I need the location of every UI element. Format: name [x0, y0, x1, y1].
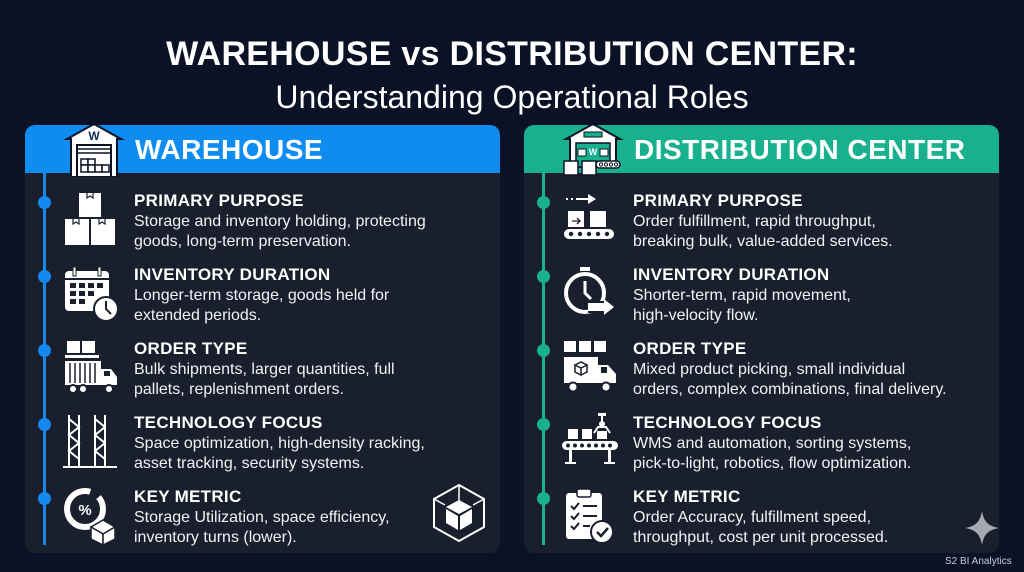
- page-title: WAREHOUSE vs DISTRIBUTION CENTER:: [166, 35, 858, 73]
- timeline-dot: [38, 196, 51, 209]
- timeline-dot: [38, 492, 51, 505]
- distribution-row-primary-purpose: PRIMARY PURPOSE Order fulfillment, rapid…: [524, 191, 999, 263]
- row-body-line: Mixed product picking, small individual: [633, 361, 906, 378]
- row-body-line: Order Accuracy, fulfillment speed,: [633, 509, 872, 526]
- row-body: Storage Utilization, space efficiency, i…: [134, 508, 494, 548]
- row-heading: ORDER TYPE: [134, 339, 248, 358]
- row-body-line: Bulk shipments, larger quantities, full: [134, 361, 395, 378]
- timeline-line: [542, 173, 545, 545]
- warehouse-row-technology-focus: TECHNOLOGY FOCUS Space optimization, hig…: [25, 413, 500, 485]
- row-body-line: breaking bulk, value-added services.: [633, 233, 893, 250]
- row-body-line: asset tracking, security systems.: [134, 455, 365, 472]
- percent-gauge-box-icon: %: [64, 488, 117, 545]
- row-text: TECHNOLOGY FOCUS WMS and automation, sor…: [633, 413, 993, 474]
- row-body-line: orders, complex combinations, final deli…: [633, 381, 947, 398]
- row-body: WMS and automation, sorting systems, pic…: [633, 434, 993, 474]
- row-body-line: pallets, replenishment orders.: [134, 381, 344, 398]
- warehouse-row-order-type: ORDER TYPE Bulk shipments, larger quanti…: [25, 339, 500, 411]
- row-text: PRIMARY PURPOSE Order fulfillment, rapid…: [633, 191, 993, 252]
- row-body: Space optimization, high-density racking…: [134, 434, 494, 474]
- row-text: KEY METRIC Order Accuracy, fulfillment s…: [633, 487, 993, 548]
- distribution-row-technology-focus: TECHNOLOGY FOCUS WMS and automation, sor…: [524, 413, 999, 485]
- row-body: Bulk shipments, larger quantities, full …: [134, 360, 494, 400]
- row-heading: INVENTORY DURATION: [633, 265, 830, 284]
- conveyor-arrow-icon: [564, 194, 614, 239]
- row-heading: PRIMARY PURPOSE: [633, 191, 803, 210]
- svg-text:W: W: [88, 129, 100, 143]
- timeline-dot: [537, 196, 550, 209]
- cube-in-frame-icon: [433, 483, 485, 543]
- row-body-line: Longer-term storage, goods held for: [134, 287, 390, 304]
- warehouse-building-icon: W: [63, 125, 125, 177]
- row-body-line: Space optimization, high-density racking…: [134, 435, 425, 452]
- watermark: S2 BI Analytics: [945, 556, 1012, 567]
- row-body: Storage and inventory holding, protectin…: [134, 212, 494, 252]
- row-text: ORDER TYPE Bulk shipments, larger quanti…: [134, 339, 494, 400]
- timeline-line: [43, 173, 46, 545]
- distribution-row-inventory-duration: INVENTORY DURATION Shorter-term, rapid m…: [524, 265, 999, 337]
- row-body: Shorter-term, rapid movement, high-veloc…: [633, 286, 993, 326]
- timeline-dot: [38, 418, 51, 431]
- calendar-clock-icon: [65, 266, 119, 322]
- row-heading: PRIMARY PURPOSE: [134, 191, 304, 210]
- row-body-line: Storage Utilization, space efficiency,: [134, 509, 390, 526]
- timeline-dot: [537, 270, 550, 283]
- row-text: PRIMARY PURPOSE Storage and inventory ho…: [134, 191, 494, 252]
- distribution-row-order-type: ORDER TYPE Mixed product picking, small …: [524, 339, 999, 411]
- robotic-conveyor-icon: [562, 413, 618, 464]
- warehouse-row-inventory-duration: INVENTORY DURATION Longer-term storage, …: [25, 265, 500, 337]
- row-text: TECHNOLOGY FOCUS Space optimization, hig…: [134, 413, 494, 474]
- warehouse-row-primary-purpose: PRIMARY PURPOSE Storage and inventory ho…: [25, 191, 500, 263]
- row-body: Order Accuracy, fulfillment speed, throu…: [633, 508, 993, 548]
- warehouse-header: W WAREHOUSE: [25, 125, 500, 177]
- svg-text:%: %: [78, 502, 91, 519]
- stopwatch-arrow-icon: [564, 267, 614, 315]
- row-body-line: WMS and automation, sorting systems,: [633, 435, 912, 452]
- distribution-center-header: W DISTRIBUTION CENTER: [524, 125, 999, 176]
- delivery-truck-icon: [564, 341, 616, 393]
- distribution-center-title: DISTRIBUTION CENTER: [634, 134, 966, 165]
- row-body-line: throughput, cost per unit processed.: [633, 529, 889, 546]
- svg-text:W: W: [589, 147, 598, 157]
- distribution-center-panel: W DISTRIBUTION CENTER PRIMARY PURPOSE Or…: [524, 125, 999, 553]
- timeline-dot: [537, 492, 550, 505]
- row-body-line: Storage and inventory holding, protectin…: [134, 213, 426, 230]
- racking-icon: [63, 415, 117, 468]
- row-body: Longer-term storage, goods held for exte…: [134, 286, 494, 326]
- row-body: Mixed product picking, small individual …: [633, 360, 993, 400]
- stacked-boxes-icon: [65, 193, 115, 245]
- row-text: INVENTORY DURATION Shorter-term, rapid m…: [633, 265, 993, 326]
- row-heading: KEY METRIC: [633, 487, 741, 506]
- warehouse-row-key-metric: % KEY METRIC Storage Utilization, space …: [25, 487, 500, 553]
- row-body-line: inventory turns (lower).: [134, 529, 297, 546]
- row-text: ORDER TYPE Mixed product picking, small …: [633, 339, 993, 400]
- row-heading: KEY METRIC: [134, 487, 242, 506]
- row-body-line: extended periods.: [134, 307, 262, 324]
- row-body-line: pick-to-light, robotics, flow optimizati…: [633, 455, 912, 472]
- clipboard-check-icon: [566, 488, 614, 544]
- sparkle-icon: [965, 511, 999, 545]
- row-body-line: Order fulfillment, rapid throughput,: [633, 213, 876, 230]
- row-body-line: Shorter-term, rapid movement,: [633, 287, 851, 304]
- row-text: KEY METRIC Storage Utilization, space ef…: [134, 487, 494, 548]
- row-body-line: high-velocity flow.: [633, 307, 759, 324]
- row-body: Order fulfillment, rapid throughput, bre…: [633, 212, 993, 252]
- row-heading: INVENTORY DURATION: [134, 265, 331, 284]
- warehouse-panel: W WAREHOUSE PRIMARY PURPOSE Stor: [25, 125, 500, 553]
- row-text: INVENTORY DURATION Longer-term storage, …: [134, 265, 494, 326]
- page-subtitle: Understanding Operational Roles: [275, 79, 749, 115]
- distribution-center-building-icon: W: [562, 125, 624, 176]
- row-body-line: goods, long-term preservation.: [134, 233, 351, 250]
- warehouse-title: WAREHOUSE: [135, 134, 324, 165]
- row-heading: TECHNOLOGY FOCUS: [633, 413, 822, 432]
- row-heading: ORDER TYPE: [633, 339, 747, 358]
- row-heading: TECHNOLOGY FOCUS: [134, 413, 323, 432]
- timeline-dot: [537, 418, 550, 431]
- timeline-dot: [38, 344, 51, 357]
- timeline-dot: [38, 270, 51, 283]
- timeline-dot: [537, 344, 550, 357]
- title-block: WAREHOUSE vs DISTRIBUTION CENTER: Unders…: [0, 34, 1024, 117]
- pallet-truck-icon: [65, 341, 117, 394]
- distribution-row-key-metric: KEY METRIC Order Accuracy, fulfillment s…: [524, 487, 999, 553]
